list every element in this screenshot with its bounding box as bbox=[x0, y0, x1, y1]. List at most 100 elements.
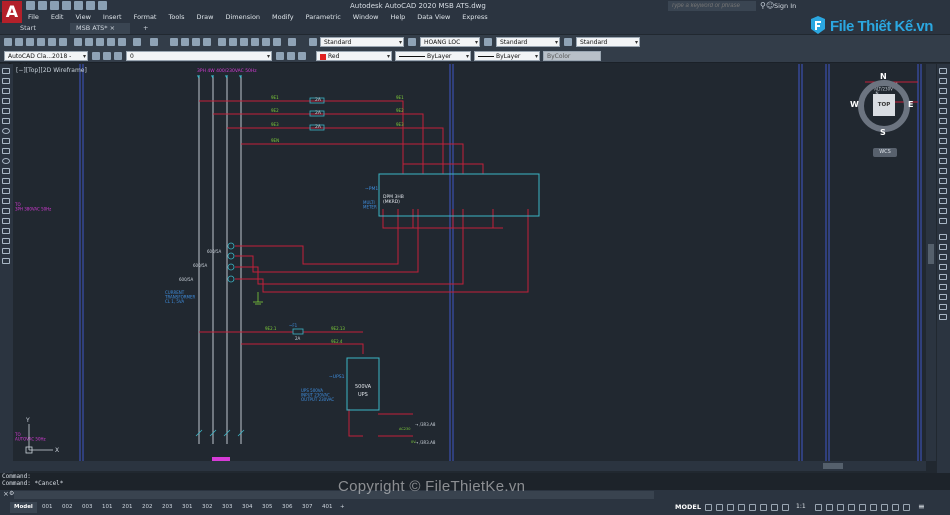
layer-previous-icon[interactable] bbox=[287, 52, 295, 60]
copy-icon[interactable] bbox=[85, 38, 93, 46]
tab-start[interactable]: Start bbox=[20, 24, 36, 32]
tab-layout[interactable]: 302 bbox=[202, 504, 213, 510]
quick-properties-icon[interactable] bbox=[859, 504, 866, 511]
layer-properties-icon[interactable] bbox=[103, 52, 111, 60]
dimension-aligned-icon[interactable] bbox=[939, 244, 947, 250]
stretch-icon[interactable] bbox=[939, 148, 947, 154]
redo-icon[interactable] bbox=[98, 1, 107, 10]
layer-dropdown[interactable]: 0▾ bbox=[126, 51, 272, 61]
search-input[interactable] bbox=[668, 1, 756, 11]
layer-state-icon[interactable] bbox=[114, 52, 122, 60]
polygon-icon[interactable] bbox=[2, 98, 10, 104]
table-style-dropdown[interactable]: Standard▾ bbox=[496, 37, 560, 47]
horizontal-scrollbar[interactable] bbox=[13, 461, 926, 471]
sign-in-link[interactable]: Sign In bbox=[774, 2, 797, 10]
tab-layout[interactable]: 305 bbox=[262, 504, 273, 510]
tab-layout[interactable]: 003 bbox=[82, 504, 93, 510]
new-layout-button[interactable]: + bbox=[340, 504, 345, 510]
command-input[interactable] bbox=[14, 491, 654, 499]
save-as-icon[interactable] bbox=[62, 1, 71, 10]
break-icon[interactable] bbox=[939, 178, 947, 184]
menu-dimension[interactable]: Dimension bbox=[225, 13, 261, 21]
new-icon[interactable] bbox=[4, 38, 12, 46]
menu-express[interactable]: Express bbox=[462, 13, 488, 21]
menu-edit[interactable]: Edit bbox=[50, 13, 64, 21]
clean-screen-icon[interactable] bbox=[903, 504, 910, 511]
drawing-canvas[interactable]: ▼▼▼▼ 3PH 4W 400/230VAC 50Hz bbox=[13, 64, 937, 461]
wrench-icon[interactable]: ⚙ bbox=[9, 490, 15, 497]
tab-layout[interactable]: 304 bbox=[242, 504, 253, 510]
tab-layout[interactable]: 303 bbox=[222, 504, 233, 510]
user-icon[interactable]: ☺ bbox=[766, 1, 775, 10]
multileader-style-dropdown[interactable]: Standard▾ bbox=[576, 37, 640, 47]
block-editor-icon[interactable] bbox=[118, 38, 126, 46]
workspace-switching-icon[interactable] bbox=[826, 504, 833, 511]
dimension-angular-icon[interactable] bbox=[939, 284, 947, 290]
properties-icon[interactable] bbox=[218, 38, 226, 46]
menu-draw[interactable]: Draw bbox=[196, 13, 214, 21]
compass-ring[interactable] bbox=[858, 80, 910, 132]
text-style-dropdown[interactable]: Standard▾ bbox=[320, 37, 404, 47]
compass-west[interactable]: W bbox=[850, 100, 859, 109]
menu-window[interactable]: Window bbox=[352, 13, 379, 21]
lineweight-icon[interactable] bbox=[782, 504, 789, 511]
compass-south[interactable]: S bbox=[880, 128, 886, 137]
close-icon[interactable]: × bbox=[109, 24, 116, 32]
scrollbar-thumb[interactable] bbox=[823, 463, 843, 469]
tab-layout[interactable]: 201 bbox=[122, 504, 133, 510]
workspace-dropdown[interactable]: AutoCAD Cla...2018 - English▾ bbox=[4, 51, 88, 70]
fillet-icon[interactable] bbox=[939, 208, 947, 214]
tool-palettes-icon[interactable] bbox=[240, 38, 248, 46]
erase-icon[interactable] bbox=[939, 68, 947, 74]
point-icon[interactable] bbox=[2, 198, 10, 204]
open-icon[interactable] bbox=[38, 1, 47, 10]
mirror-icon[interactable] bbox=[939, 88, 947, 94]
gradient-icon[interactable] bbox=[2, 218, 10, 224]
tab-model[interactable]: Model bbox=[10, 502, 37, 513]
baseline-dimension-icon[interactable] bbox=[939, 304, 947, 310]
menu-parametric[interactable]: Parametric bbox=[305, 13, 341, 21]
zoom-window-icon[interactable] bbox=[192, 38, 200, 46]
tab-layout[interactable]: 101 bbox=[102, 504, 113, 510]
menu-view[interactable]: View bbox=[75, 13, 91, 21]
lineweight-dropdown[interactable]: ByLayer▾ bbox=[474, 51, 540, 61]
settings-icon[interactable] bbox=[92, 52, 100, 60]
menu-file[interactable]: File bbox=[28, 13, 39, 21]
tab-layout[interactable]: 306 bbox=[282, 504, 293, 510]
isolate-objects-icon[interactable] bbox=[881, 504, 888, 511]
linetype-dropdown[interactable]: ByLayer▾ bbox=[395, 51, 471, 61]
insert-block-icon[interactable] bbox=[2, 178, 10, 184]
annotation-visibility-icon[interactable] bbox=[815, 504, 822, 511]
plot-icon[interactable] bbox=[74, 1, 83, 10]
match-properties-icon[interactable] bbox=[107, 38, 115, 46]
isodraft-icon[interactable] bbox=[749, 504, 756, 511]
snap-icon[interactable] bbox=[716, 504, 723, 511]
units-icon[interactable] bbox=[848, 504, 855, 511]
rotate-icon[interactable] bbox=[939, 128, 947, 134]
pan-icon[interactable] bbox=[170, 38, 178, 46]
tab-layout[interactable]: 002 bbox=[62, 504, 73, 510]
menu-help[interactable]: Help bbox=[390, 13, 406, 21]
ellipse-icon[interactable] bbox=[2, 158, 10, 164]
circle-icon[interactable] bbox=[2, 128, 10, 134]
menu-insert[interactable]: Insert bbox=[102, 13, 122, 21]
help-icon[interactable] bbox=[288, 38, 296, 46]
undo-icon[interactable] bbox=[86, 1, 95, 10]
object-snap-tracking-icon[interactable] bbox=[760, 504, 767, 511]
paste-icon[interactable] bbox=[96, 38, 104, 46]
menu-tools[interactable]: Tools bbox=[168, 13, 185, 21]
binoculars-icon[interactable]: ⚲ bbox=[760, 1, 766, 10]
revcloud-icon[interactable] bbox=[2, 138, 10, 144]
object-snap-icon[interactable] bbox=[771, 504, 778, 511]
cut-icon[interactable] bbox=[74, 38, 82, 46]
viewport-controls[interactable]: [−][Top][2D Wireframe] bbox=[16, 67, 87, 74]
new-icon[interactable] bbox=[26, 1, 35, 10]
menu-modify[interactable]: Modify bbox=[272, 13, 294, 21]
region-icon[interactable] bbox=[2, 228, 10, 234]
save-icon[interactable] bbox=[50, 1, 59, 10]
customization-menu-icon[interactable]: ≡ bbox=[918, 502, 925, 511]
move-icon[interactable] bbox=[939, 118, 947, 124]
array-icon[interactable] bbox=[939, 108, 947, 114]
zoom-previous-icon[interactable] bbox=[203, 38, 211, 46]
polyline-icon[interactable] bbox=[2, 88, 10, 94]
